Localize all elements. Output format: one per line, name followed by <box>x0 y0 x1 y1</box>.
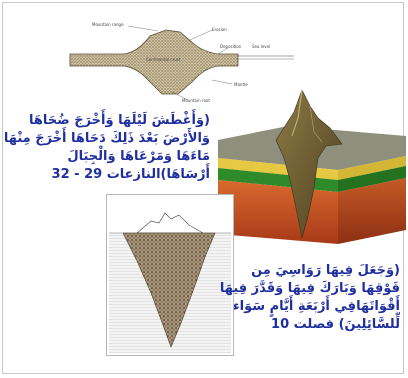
verse1-line-2: وَالأَرْضَ بَعْدَ ذَلِكَ دَحَاهَا أَخْرَ… <box>60 130 210 148</box>
verse1-line-1: (وَأَغْطَشَ لَيْلَهَا وَأَخْرَجَ ضُحَاهَ… <box>60 112 210 130</box>
verse2-line-1: (وَجَعَلَ فِيهَا رَوَاسِيَ مِن <box>228 262 400 280</box>
verse-nazeat: (وَأَغْطَشَ لَيْلَهَا وَأَخْرَجَ ضُحَاهَ… <box>60 112 210 184</box>
iceberg-svg <box>107 195 233 355</box>
verse2-line-2: فَوْقِهَا وَبَارَكَ فِيهَا وَقَدَّرَ فِي… <box>228 280 400 298</box>
label-mountain-range: Mountain range <box>92 22 124 27</box>
verse1-line-4: أَرْسَاهَا)النازعات 29 - 32 <box>60 166 210 184</box>
verse1-line-3: مَاءَهَا وَمَرْعَاهَا وَالْجِبَالَ <box>60 148 210 166</box>
label-deposition: Deposition <box>220 44 241 49</box>
continental-crust-shape <box>70 30 238 94</box>
verse2-line-3: أَقْوَاتَهَافِي أَرْبَعَةِ أَيَّامٍ سَوَ… <box>228 298 400 316</box>
label-mantle: Mantle <box>234 82 248 87</box>
verse2-line-4: لِّلسَّائِلِينَ) فصلت 10 <box>228 316 400 334</box>
label-continental-crust: Continental crust <box>146 57 180 62</box>
block-svg <box>218 88 406 248</box>
label-erosion: Erosion <box>212 27 227 32</box>
mountain-3d-block-illustration <box>218 88 406 248</box>
iceberg-root-illustration-box <box>106 194 234 356</box>
iceberg-peak <box>137 213 203 233</box>
label-sea-level: Sea level <box>252 44 270 49</box>
verse-fussilat: (وَجَعَلَ فِيهَا رَوَاسِيَ مِن فَوْقِهَا… <box>228 262 400 334</box>
label-mountain-root: Mountain root <box>182 98 210 103</box>
